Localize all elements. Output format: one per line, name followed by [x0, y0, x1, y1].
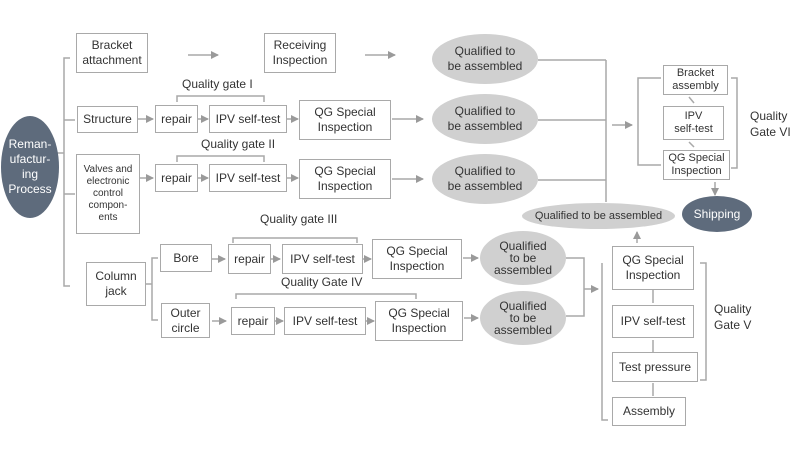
gate5-qg-label: QG Special Inspection: [622, 253, 684, 282]
bore-repair-label: repair: [234, 251, 265, 266]
outer-circle-label: Outer circle: [170, 305, 201, 335]
gate6-qg-label: QG Special Inspection: [668, 152, 725, 177]
bore-qg-label: QG Special Inspection: [386, 244, 448, 273]
receiving-inspection-box: Receiving Inspection: [264, 33, 336, 73]
outer-ipv-box: IPV self-test: [284, 307, 366, 335]
quality-gate-5-label: Quality Gate V: [714, 302, 752, 332]
valves-ipv-box: IPV self-test: [209, 164, 287, 192]
structure-qualified-oval: Qualified to be assembled: [432, 94, 538, 144]
shipping-label: Shipping: [693, 206, 741, 221]
valves-qg-box: QG Special Inspection: [299, 159, 391, 199]
top-qualified-oval: Qualified to be assembled: [432, 34, 538, 84]
center-qualified-oval: Qualified to be assembled: [522, 203, 675, 229]
bore-qualified-oval: Qualified to be assembled: [480, 231, 566, 285]
gate5-test-pressure-box: Test pressure: [612, 352, 698, 382]
bore-qualified-label: Qualified to be assembled: [493, 239, 553, 277]
center-qualified-label: Qualified to be assembled: [534, 209, 663, 222]
structure-ipv-box: IPV self-test: [209, 105, 287, 133]
column-jack-box: Column jack: [86, 262, 146, 306]
remanufacturing-process-label: Reman- ufactur- ing Process: [8, 137, 52, 196]
quality-gate-3-label: Quality gate III: [260, 212, 338, 226]
gate5-test-pressure-label: Test pressure: [618, 359, 692, 374]
gate5-qg-box: QG Special Inspection: [612, 246, 694, 290]
outer-qualified-label: Qualified to be assembled: [493, 299, 553, 337]
quality-gate-1-label: Quality gate I: [182, 77, 253, 91]
structure-repair-label: repair: [161, 111, 192, 126]
bore-box: Bore: [160, 244, 212, 272]
structure-qg-box: QG Special Inspection: [299, 100, 391, 140]
quality-gate-2-label: Quality gate II: [201, 137, 276, 151]
structure-ipv-label: IPV self-test: [215, 111, 281, 126]
gate6-ipv-box: IPV self-test: [663, 106, 724, 140]
valves-label: Valves and electronic control compon- en…: [83, 164, 133, 223]
bore-ipv-label: IPV self-test: [290, 251, 355, 266]
receiving-inspection-label: Receiving Inspection: [272, 38, 328, 67]
bore-qg-box: QG Special Inspection: [372, 239, 462, 279]
outer-qg-label: QG Special Inspection: [388, 306, 450, 335]
quality-gate-6-label: Quality Gate VI: [750, 109, 791, 139]
bore-label: Bore: [173, 250, 199, 265]
gate5-ipv-label: IPV self-test: [620, 314, 686, 328]
gate6-ipv-label: IPV self-test: [674, 110, 713, 135]
outer-repair-box: repair: [231, 307, 275, 335]
valves-repair-box: repair: [155, 164, 198, 192]
valves-qualified-label: Qualified to be assembled: [447, 164, 523, 193]
bracket-attachment-label: Bracket attachment: [82, 38, 142, 67]
gate6-qg-box: QG Special Inspection: [663, 150, 730, 180]
column-jack-label: Column jack: [95, 269, 137, 298]
structure-label: Structure: [83, 112, 132, 126]
bracket-attachment-box: Bracket attachment: [76, 33, 148, 73]
bore-ipv-box: IPV self-test: [282, 244, 363, 274]
gate5-assembly-box: Assembly: [612, 397, 686, 426]
top-qualified-label: Qualified to be assembled: [447, 44, 523, 73]
gate5-assembly-label: Assembly: [622, 404, 675, 418]
quality-gate-4-label: Quality Gate IV: [281, 275, 363, 289]
gate6-bracket-assembly-label: Bracket assembly: [672, 67, 719, 92]
valves-qg-label: QG Special Inspection: [314, 164, 376, 193]
gate5-ipv-box: IPV self-test: [612, 305, 694, 338]
shipping-node: Shipping: [682, 196, 752, 232]
bore-repair-box: repair: [228, 244, 271, 274]
outer-ipv-label: IPV self-test: [292, 313, 358, 328]
structure-repair-box: repair: [155, 105, 198, 133]
structure-qg-label: QG Special Inspection: [314, 105, 376, 134]
outer-qualified-oval: Qualified to be assembled: [480, 291, 566, 345]
remanufacturing-process-node: Reman- ufactur- ing Process: [1, 116, 59, 218]
structure-box: Structure: [77, 106, 138, 133]
outer-qg-box: QG Special Inspection: [375, 301, 463, 341]
valves-box: Valves and electronic control compon- en…: [76, 154, 140, 234]
gate6-bracket-assembly-box: Bracket assembly: [663, 65, 728, 95]
valves-qualified-oval: Qualified to be assembled: [432, 154, 538, 204]
outer-circle-box: Outer circle: [161, 303, 210, 338]
structure-qualified-label: Qualified to be assembled: [447, 104, 523, 133]
valves-ipv-label: IPV self-test: [215, 170, 281, 185]
valves-repair-label: repair: [161, 170, 192, 185]
outer-repair-label: repair: [237, 313, 269, 328]
